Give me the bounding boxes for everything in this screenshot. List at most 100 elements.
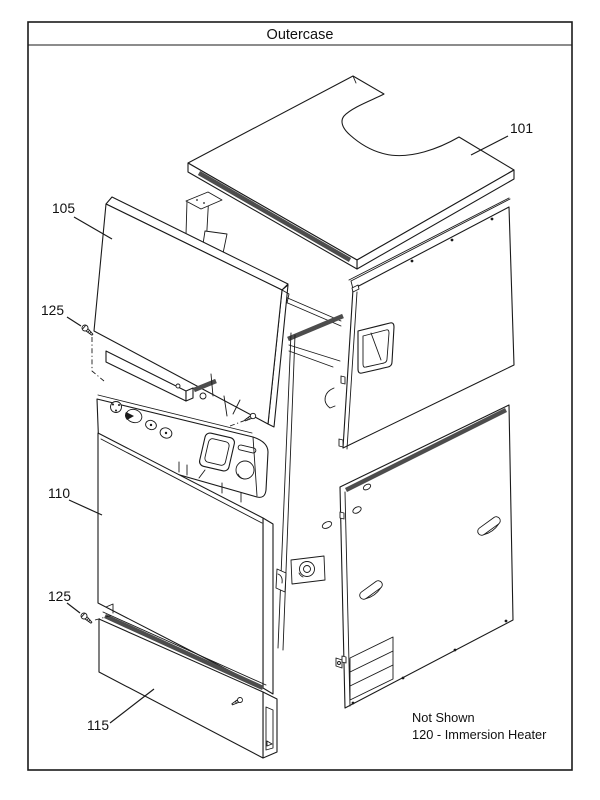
selector-dot [115, 409, 117, 412]
hole-detail [362, 483, 372, 491]
screw-head [80, 612, 88, 620]
seal-strip-lower [344, 407, 508, 493]
screw-slot [81, 613, 85, 617]
seal-strip-mid [287, 313, 344, 342]
callout-101-leader [470, 135, 509, 156]
panel-edge-inner [346, 291, 358, 450]
screw-125-lower [80, 612, 93, 624]
facia-screw [244, 412, 257, 422]
case-rail [282, 295, 342, 322]
facia-cap-divider [252, 436, 258, 497]
screw-thread [87, 330, 90, 333]
clip-detail [275, 568, 287, 593]
panel-105-face [93, 203, 283, 425]
vent-slot-outline [359, 580, 383, 600]
end-cap-tab [266, 740, 273, 747]
panel-110-notch [105, 603, 114, 614]
handle-recess-inner [362, 329, 390, 368]
edge-tab [341, 655, 347, 664]
case-back-rail [348, 197, 510, 281]
screw-head [81, 324, 89, 332]
side-panel-lower-face [339, 404, 514, 709]
edge-tab [339, 511, 345, 520]
screw-thread [86, 618, 89, 621]
screw-hole [351, 701, 355, 705]
rating-plate [349, 636, 394, 701]
screw-thread [88, 619, 91, 622]
seal-strip-115 [104, 613, 264, 691]
callout-125-lower-leader [66, 602, 81, 614]
vent-slot [477, 516, 501, 536]
edge-tab [338, 438, 344, 448]
panel-110-inner-line [100, 438, 263, 524]
screw-hole [453, 648, 457, 652]
diagram-title: Outercase [267, 27, 334, 43]
callout-115: 115 [87, 718, 109, 733]
dial [235, 460, 255, 480]
panel-115-back-edge [102, 611, 267, 686]
panel-115-face [98, 618, 264, 759]
trim-pin [175, 383, 181, 389]
callouts: 101 105 125 110 125 115 [41, 121, 533, 733]
panel-flange [350, 198, 511, 282]
screw-centerline-upper [91, 337, 105, 382]
case-mark [232, 399, 241, 415]
display-window [199, 432, 235, 472]
end-cap-slot [265, 706, 274, 751]
trim-bar-cap [185, 387, 194, 402]
note-line-1: Not Shown [412, 710, 475, 725]
post-hole [203, 202, 205, 204]
upper-front-panel-105 [93, 196, 290, 428]
panel-edge-inner [344, 491, 351, 707]
clip-curve [277, 573, 283, 584]
screw-thread [235, 700, 237, 704]
facia-top-edge [97, 394, 253, 434]
screw-centerline-lower [94, 614, 114, 621]
hole-detail [352, 506, 362, 514]
side-panel-upper [338, 198, 515, 450]
button-dot [149, 423, 153, 427]
screw-thread [246, 417, 248, 421]
vent-slot-shade [365, 587, 382, 599]
page-frame: Outercase [27, 21, 573, 771]
callout-101: 101 [510, 121, 533, 136]
control-facia [96, 350, 269, 503]
corner-bracket [351, 284, 360, 293]
note-line-2: 120 - Immersion Heater [412, 727, 547, 742]
not-shown-note: Not Shown 120 - Immersion Heater [412, 710, 547, 742]
screw-hole [410, 259, 414, 263]
pipe-fitting [299, 561, 315, 577]
case-mark [210, 373, 214, 397]
left-post-cap [185, 191, 223, 210]
selector-dot [112, 403, 114, 406]
latch-detail [335, 657, 343, 669]
mid-post-line [282, 334, 296, 651]
screw-125-upper [81, 324, 94, 336]
callout-125-lower: 125 [48, 589, 71, 604]
screw-hole [490, 217, 494, 221]
tick-mark [198, 469, 206, 479]
mid-post-line [277, 332, 292, 649]
fitting-bracket [290, 555, 326, 585]
handle-recess-outer [357, 322, 395, 374]
selector-dot [118, 404, 120, 406]
case-mark [223, 395, 228, 417]
panel-110-right-edge [262, 517, 274, 695]
vent-slot [359, 580, 383, 600]
callout-125-upper: 125 [41, 303, 64, 318]
rating-plate-line [349, 650, 394, 673]
pill-slot [237, 444, 257, 454]
vent-slot-shade [483, 523, 500, 535]
screw-slot [82, 325, 86, 329]
callout-105-leader [73, 216, 113, 240]
screw-head [249, 412, 257, 420]
button-dot [164, 431, 168, 435]
side-panel-lower [335, 404, 514, 709]
handle-shade-line [370, 332, 382, 361]
case-rail [288, 350, 334, 368]
panel-105-fold [281, 289, 290, 304]
hole-detail [321, 521, 333, 529]
panel-115-screw [231, 697, 243, 706]
case-rail [288, 344, 341, 362]
